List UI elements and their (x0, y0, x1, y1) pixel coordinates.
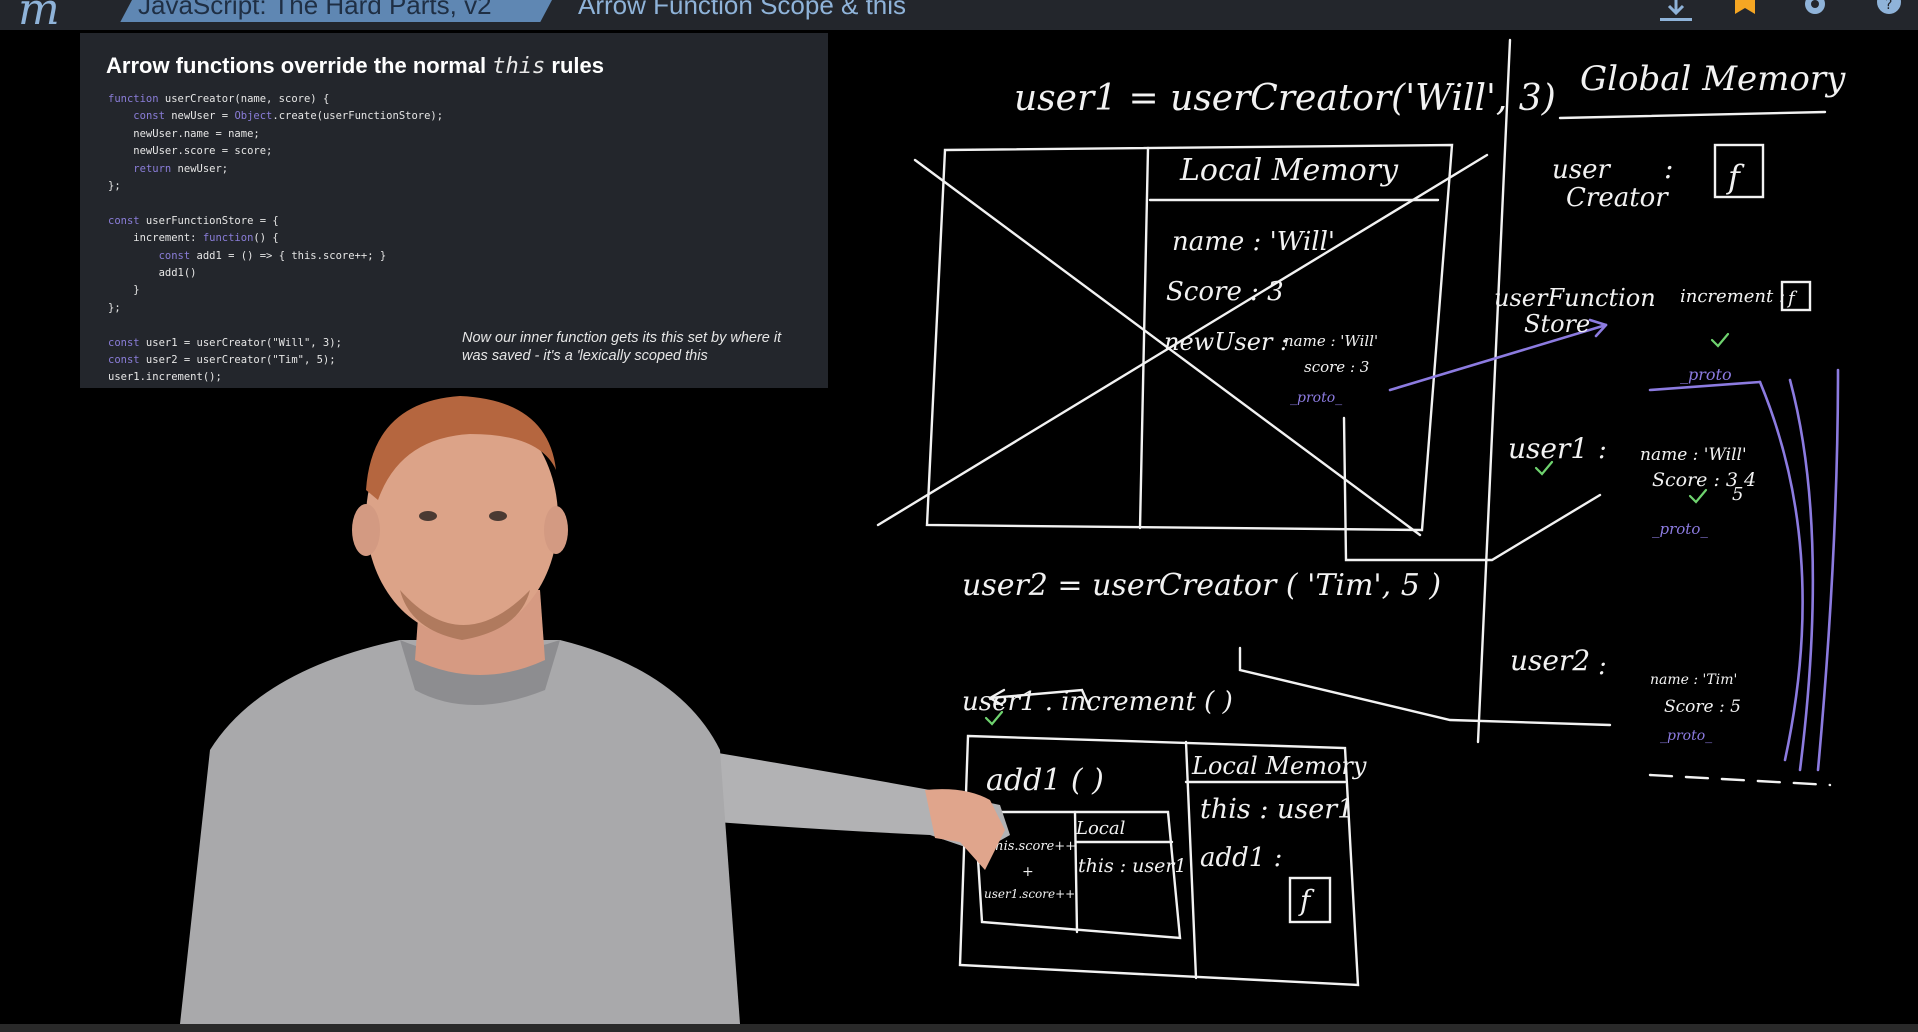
slide-title-code: this (492, 54, 546, 79)
code-line: } (108, 284, 140, 297)
user1-name: name : 'Will' (1640, 445, 1747, 465)
code-block: function userCreator(name, score) { cons… (108, 91, 443, 387)
frontend-masters-logo[interactable]: m (18, 0, 60, 30)
local-memory-heading-2: Local Memory (1191, 752, 1367, 780)
user-creator-label-2: Creator (1566, 183, 1669, 213)
code-line: const newUser = Object.create(userFuncti… (133, 110, 444, 123)
code-line: const user2 = userCreator("Tim", 5); (108, 354, 336, 367)
score-expression-3: user1.score++ (984, 887, 1075, 901)
call-increment: user1 . increment ( ) (962, 687, 1233, 717)
code-line: user1.increment(); (108, 371, 222, 384)
cross-out-line (913, 158, 1422, 537)
settings-icon[interactable] (1798, 0, 1832, 30)
user1-proto: _proto_ (1652, 520, 1708, 538)
call-user2: user2 = userCreator ( 'Tim', 5 ) (962, 568, 1441, 603)
course-title[interactable]: JavaScript: The Hard Parts, v2 (138, 0, 492, 20)
local-score-entry: Score : 3 (1166, 277, 1284, 307)
video-player[interactable]: user1 = userCreator('Will', 3) Global Me… (0, 30, 1918, 1024)
user2-label: user2 (1510, 644, 1590, 677)
slide-title: Arrow functions override the normal this… (106, 53, 604, 79)
execution-context-box-2 (958, 734, 1360, 987)
local-label-small: Local (1075, 818, 1126, 839)
user1-score: Score : 3 4 (1652, 469, 1756, 491)
user-creator-function-box (1713, 143, 1765, 199)
slide-title-suffix: rules (545, 53, 604, 78)
code-line: newUser.name = name; (108, 127, 260, 140)
code-line: }; (108, 180, 121, 193)
newuser-score: score : 3 (1304, 358, 1369, 376)
user-creator-label: user (1552, 155, 1611, 185)
add1-call: add1 ( ) (986, 763, 1104, 798)
code-line: const add1 = () => { this.score++; } (158, 249, 387, 262)
increment-entry: increment : (1680, 286, 1785, 307)
this-user1-entry: this : user1 (1200, 794, 1354, 825)
local-newuser-entry: newUser : (1164, 328, 1288, 356)
user1-score-new: 5 (1732, 484, 1743, 505)
slide-panel: Arrow functions override the normal this… (80, 33, 828, 388)
call-user1: user1 = userCreator('Will', 3) (1014, 78, 1556, 119)
global-memory-divider (1476, 38, 1512, 744)
colon-2: : (1598, 435, 1607, 465)
add1-entry: add1 : (1200, 843, 1282, 873)
score-expression-1: this.score++ (990, 839, 1076, 854)
user-function-store-label-2: Store (1524, 310, 1590, 338)
user1-label: user1 (1508, 432, 1588, 465)
store-proto: _proto_ (1680, 365, 1740, 384)
lesson-title: Arrow Function Scope & this (578, 0, 907, 20)
global-memory-heading: Global Memory (1580, 59, 1846, 99)
code-line: return newUser; (133, 162, 229, 175)
execution-context-box (925, 143, 1454, 532)
local-name-entry: name : 'Will' (1172, 227, 1335, 257)
proto-link-arrow (1388, 323, 1608, 392)
slide-title-prefix: Arrow functions override the normal (106, 53, 493, 78)
help-icon[interactable]: ? (1872, 0, 1906, 30)
code-line: function userCreator(name, score) { (108, 93, 330, 105)
user2-name: name : 'Tim' (1650, 672, 1737, 688)
lightboard-diagram: user1 = userCreator('Will', 3) Global Me… (876, 38, 1846, 987)
user2-score: Score : 5 (1664, 697, 1741, 717)
this-user1-small: this : user1 (1078, 855, 1187, 877)
code-line: newUser.score = score; (108, 145, 273, 158)
code-line: const userFunctionStore = { (108, 214, 279, 227)
download-icon[interactable] (1656, 0, 1696, 30)
bookmark-icon[interactable] (1730, 0, 1760, 30)
code-line: increment: function() { (108, 232, 279, 245)
colon-1: : (1664, 152, 1673, 185)
colon-3: : (1598, 651, 1607, 681)
slide-note: Now our inner function gets its this set… (462, 330, 782, 364)
code-line: add1() (108, 267, 197, 280)
top-bar: m JavaScript: The Hard Parts, v2 Arrow F… (0, 0, 1918, 30)
user2-proto: _proto_ (1660, 728, 1712, 744)
code-line: }; (108, 301, 121, 314)
local-memory-heading: Local Memory (1179, 153, 1399, 188)
cross-out-line (876, 153, 1489, 527)
newuser-name: name : 'Will' (1284, 332, 1378, 350)
score-expression-2: + (1022, 864, 1034, 880)
code-line: const user1 = userCreator("Will", 3); (108, 336, 342, 349)
svg-text:?: ? (1885, 0, 1892, 13)
newuser-proto: _proto_ (1290, 390, 1342, 406)
user-function-store-label: userFunction (1494, 284, 1656, 312)
player-bottom-strip (0, 1024, 1918, 1032)
presenter (180, 396, 1010, 1024)
